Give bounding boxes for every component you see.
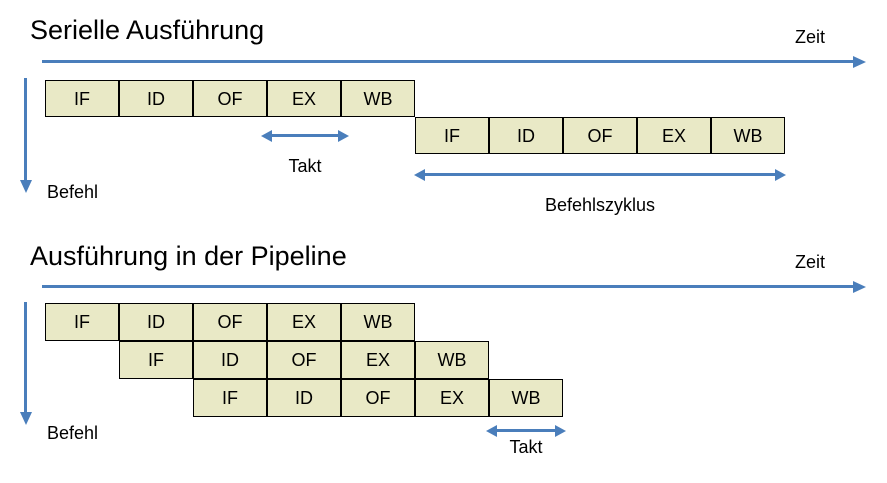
stage-box: OF [193, 80, 267, 117]
stage-box: IF [45, 80, 119, 117]
stage-box: EX [341, 341, 415, 379]
arrow-left-tip-icon [261, 130, 272, 142]
takt-label-pipeline: Takt [509, 437, 543, 457]
stage-box: WB [711, 117, 785, 154]
instruction-axis-label-serial: Befehl [47, 182, 99, 202]
stage-box: IF [193, 379, 267, 417]
time-axis-line-serial [42, 60, 854, 63]
arrow-left-tip-icon [414, 169, 425, 181]
stage-box: ID [119, 80, 193, 117]
section-title-serial: Serielle Ausführung [30, 15, 265, 45]
time-axis-line-pipeline [42, 285, 854, 288]
stage-box: ID [489, 117, 563, 154]
arrow-bar [269, 134, 341, 137]
befehlszyklus-measure-arrow [414, 169, 786, 181]
stage-box: EX [267, 80, 341, 117]
arrow-bar [494, 429, 558, 432]
stage-box: IF [45, 303, 119, 341]
stage-box: WB [489, 379, 563, 417]
time-axis-label-pipeline: Zeit [795, 252, 826, 272]
takt-measure-arrow-serial [261, 130, 349, 142]
befehlszyklus-label: Befehlszyklus [544, 195, 656, 215]
stage-box: IF [119, 341, 193, 379]
arrow-right-tip-icon [555, 425, 566, 437]
takt-label-serial: Takt [288, 156, 322, 176]
time-axis-arrow-icon-pipeline [853, 280, 866, 293]
stage-box: IF [415, 117, 489, 154]
stage-box: ID [267, 379, 341, 417]
takt-measure-arrow-pipeline [486, 425, 566, 437]
section-title-pipeline: Ausführung in der Pipeline [30, 241, 347, 271]
time-axis-arrow-icon-serial [853, 55, 866, 68]
instruction-axis-line-pipeline [24, 302, 27, 414]
stage-box: OF [341, 379, 415, 417]
arrow-right-tip-icon [775, 169, 786, 181]
stage-box: OF [267, 341, 341, 379]
arrow-left-tip-icon [486, 425, 497, 437]
arrow-right-tip-icon [338, 130, 349, 142]
instruction-axis-arrow-icon-serial [19, 180, 32, 193]
stage-box: ID [119, 303, 193, 341]
stage-box: WB [341, 80, 415, 117]
stage-box: EX [267, 303, 341, 341]
instruction-axis-label-pipeline: Befehl [47, 423, 99, 443]
stage-box: WB [415, 341, 489, 379]
stage-box: EX [415, 379, 489, 417]
stage-box: OF [563, 117, 637, 154]
arrow-bar [422, 173, 778, 176]
time-axis-label-serial: Zeit [795, 27, 826, 47]
stage-box: ID [193, 341, 267, 379]
instruction-axis-arrow-icon-pipeline [19, 412, 32, 425]
stage-box: OF [193, 303, 267, 341]
stage-box: EX [637, 117, 711, 154]
instruction-axis-line-serial [24, 78, 27, 182]
stage-box: WB [341, 303, 415, 341]
